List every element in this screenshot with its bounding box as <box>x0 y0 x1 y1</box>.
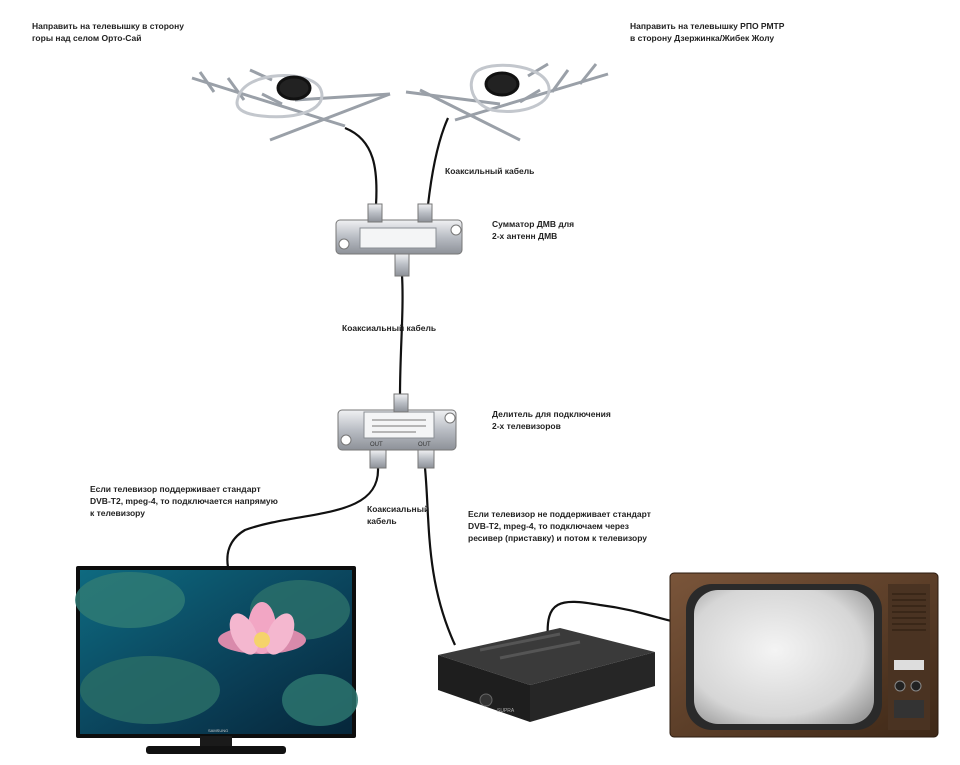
splitter-out-right: OUT <box>418 442 431 448</box>
combiner-device <box>335 203 463 277</box>
flat-tv-brand: SAMSUNG <box>208 728 228 733</box>
cable-combiner-to-splitter <box>398 274 404 396</box>
flat-tv: SAMSUNG <box>75 566 358 754</box>
cable-to-receiver <box>423 467 456 646</box>
antenna-left <box>191 68 391 142</box>
cables <box>226 117 691 646</box>
cable-right-antenna <box>426 117 450 206</box>
label-tv-receiver: Если телевизор не поддерживает стандарт … <box>468 509 651 543</box>
label-antenna-right: Направить на телевышку РПО РМТР в сторон… <box>630 21 785 43</box>
label-combiner: Сумматор ДМВ для 2-х антенн ДМВ <box>492 219 575 241</box>
splitter-out-left: OUT <box>370 442 383 448</box>
cable-receiver-to-retro-tv <box>546 600 691 641</box>
label-antenna-left: Направить на телевышку в сторону горы на… <box>32 21 184 43</box>
label-cable-low: Коаксиальный кабель <box>367 504 430 526</box>
receiver-brand: SUPRA <box>497 708 515 714</box>
cable-left-antenna <box>344 126 378 206</box>
splitter-device: OUT OUT <box>337 393 457 469</box>
label-cable-mid: Коаксиальный кабель <box>342 323 437 333</box>
label-tv-direct: Если телевизор поддерживает стандарт DVB… <box>90 484 278 518</box>
receiver-box: SUPRA <box>438 628 655 722</box>
label-cable-top: Коаксильный кабель <box>445 166 535 176</box>
lotus-flower <box>218 602 306 655</box>
retro-tv <box>669 572 939 738</box>
label-splitter: Делитель для подключения 2-х телевизоров <box>492 409 611 431</box>
cable-to-flat-tv <box>226 467 380 568</box>
antenna-right <box>405 62 609 142</box>
